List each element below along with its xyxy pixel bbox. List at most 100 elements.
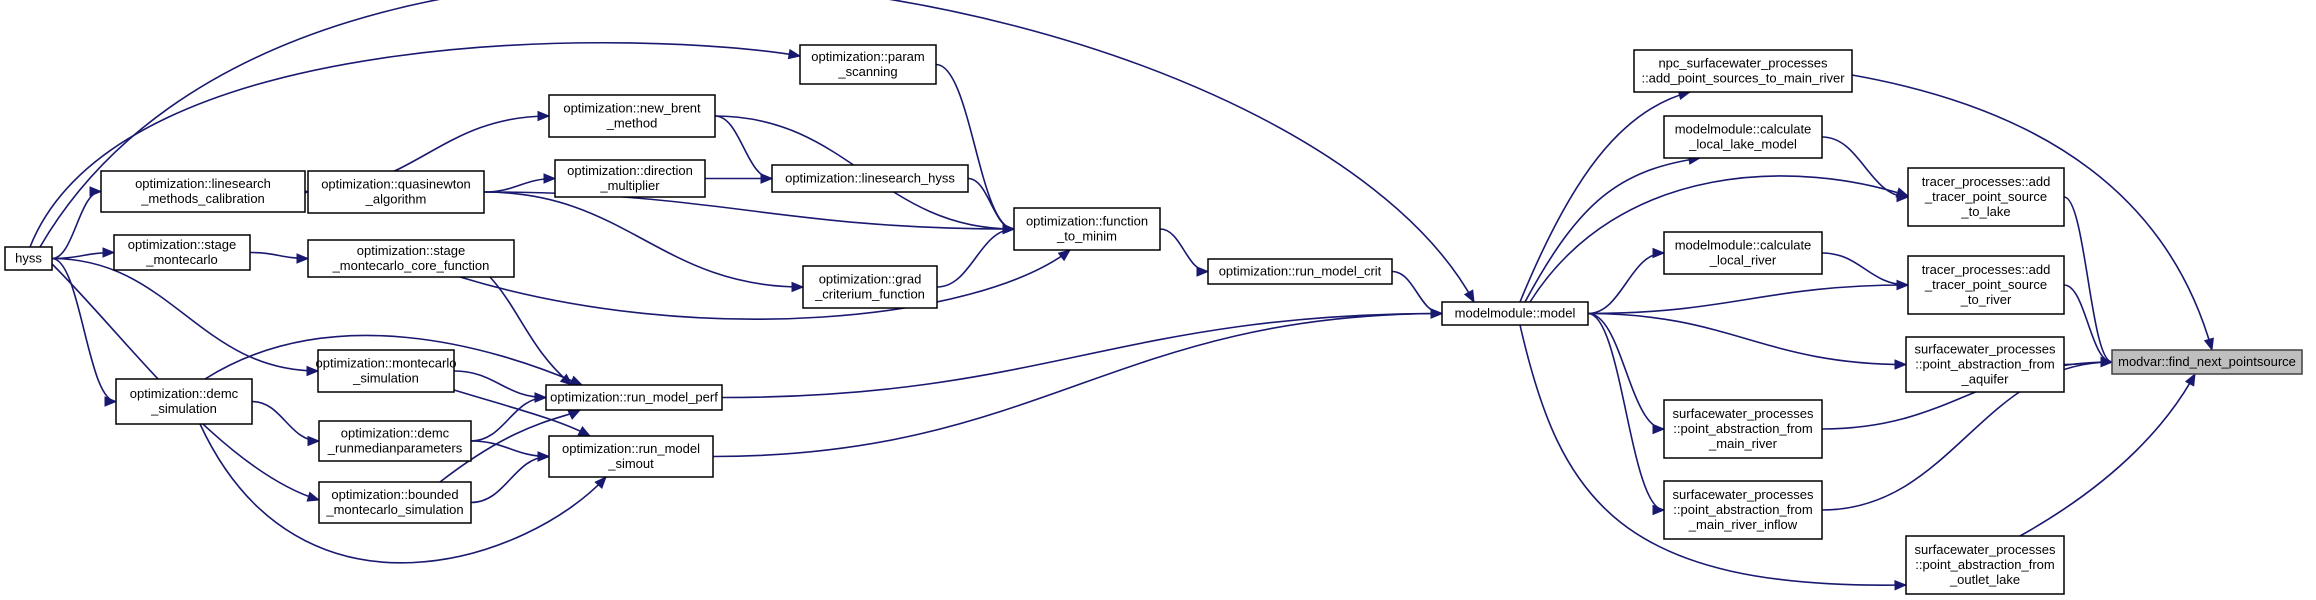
edge-run_model_simout-to-model [712,308,1444,458]
edge-line [1524,157,1701,303]
node-npc-add-ps[interactable]: npc_surfacewater_processes::add_point_so… [1633,49,1853,93]
edge-calc_river-to-tracer_river [1821,252,1910,291]
node-label-line: _main_river_inflow [1688,517,1798,532]
node-label-line: hyss [15,251,42,266]
arrowhead [1896,279,1910,291]
edge-line [470,396,547,442]
edge-model-to-tracer_river [1587,279,1910,315]
node-label-line: optimization::linesearch_hyss [785,171,955,186]
node-label-line: ::point_abstraction_from [1673,502,1812,517]
edge-line [2063,196,2113,363]
node-box [771,164,969,193]
node-demc-sim[interactable]: optimization::demc_simulation [115,378,253,425]
node-grad-crit[interactable]: optimization::grad_criterium_function [802,265,938,309]
arrowhead [1652,504,1666,516]
node-label-line: _to_minim [1056,229,1117,244]
node-func-to-minim[interactable]: optimization::function_to_minim [1013,207,1161,251]
node-sw-abs-outlet[interactable]: surfacewater_processes::point_abstractio… [1905,535,2065,595]
edge-direction_mult-to-ls_hyss [705,173,774,184]
node-tracer-river[interactable]: tracer_processes::add_tracer_point_sourc… [1907,255,2065,315]
edge-demc_sim-to-run_model_perf [204,334,584,386]
node-demc-median[interactable]: optimization::demc_runmedianparameters [318,420,472,462]
edge-model-to-sw_abs_inflow [1587,312,1666,516]
node-mc-sim[interactable]: optimization::montecarlo_simulation [316,349,457,393]
node-label-line: _multiplier [599,178,660,193]
node-box [1663,231,1823,275]
node-quasinewton[interactable]: optimization::quasinewton_algorithm [307,170,485,214]
node-label-line: optimization::param [811,49,924,64]
node-label-line: optimization::run_model_crit [1219,264,1382,279]
node-label-line: optimization::direction [567,163,693,178]
node-label-line: _montecarlo_simulation [325,502,463,517]
node-label-line: optimization::linesearch [135,176,271,191]
edge-line [483,191,804,288]
node-run-model-crit[interactable]: optimization::run_model_crit [1207,258,1393,285]
node-label-line: _runmedianparameters [327,441,463,456]
node-box [1207,258,1393,285]
edge-line [1587,284,1909,315]
node-sw-abs-aquifer[interactable]: surfacewater_processes::point_abstractio… [1905,336,2065,393]
edge-line [51,257,319,372]
node-hyss[interactable]: hyss [4,246,53,271]
node-label-line: _simout [607,456,654,471]
node-run-model-simout[interactable]: optimization::run_model_simout [548,435,714,478]
arrowhead [569,375,584,386]
arrowhead [306,491,321,502]
arrowhead [1652,247,1666,259]
node-run-model-perf[interactable]: optimization::run_model_perf [545,384,723,411]
node-box [545,384,723,411]
edge-line [721,312,1443,399]
node-label-line: _tracer_point_source [1924,277,2047,292]
node-label-line: _aquifer [1961,372,2010,387]
edge-hyss-to-model [39,0,1475,304]
arrowhead [1894,579,1908,591]
node-label-line: _algorithm [365,192,427,207]
node-calc-lake[interactable]: modelmodule::calculate_local_lake_model [1663,115,1823,159]
node-sw-abs-inflow[interactable]: surfacewater_processes::point_abstractio… [1663,480,1823,540]
node-box [548,94,716,138]
node-label-line: optimization::stage [357,243,465,258]
arrowhead [537,110,551,122]
node-label-line: npc_surfacewater_processes [1658,56,1828,71]
edge-hyss-to-param_scan [29,42,802,248]
node-ls-calib[interactable]: optimization::linesearch_methods_calibra… [100,170,306,213]
node-label-line: optimization::function [1026,214,1148,229]
edge-calc_lake-to-tracer_lake [1821,136,1910,203]
node-label-line: optimization::run_model [562,441,700,456]
node-stage-mc[interactable]: optimization::stage_montecarlo [113,234,251,271]
node-label-line: modelmodule::model [1455,306,1576,321]
node-direction-mult[interactable]: optimization::direction_multiplier [554,159,706,198]
node-param-scan[interactable]: optimization::param_scanning [799,44,937,85]
arrowhead [102,247,116,258]
node-label-line: _local_river [1709,253,1777,268]
arrowhead [537,451,551,462]
edge-line [51,190,102,260]
node-label-line: surfacewater_processes [1673,406,1814,421]
edge-line [470,440,550,458]
node-box [307,170,485,214]
edge-mc_sim-to-run_model_perf [453,370,548,403]
arrowhead [1896,191,1910,203]
node-box [100,170,306,213]
node-ls-hyss[interactable]: optimization::linesearch_hyss [771,164,969,193]
node-label-line: surfacewater_processes [1915,542,2056,557]
node-label-line: tracer_processes::add [1922,174,2051,189]
node-tracer-lake[interactable]: tracer_processes::add_tracer_point_sourc… [1907,167,2065,227]
node-sw-abs-main[interactable]: surfacewater_processes::point_abstractio… [1663,399,1823,459]
node-new-brent[interactable]: optimization::new_brent_method [548,94,716,138]
edge-line [459,249,1071,320]
node-bounded-mc[interactable]: optimization::bounded_montecarlo_simulat… [318,481,472,524]
node-find-next[interactable]: modvar::find_next_pointsource [2111,349,2303,375]
edge-line [1587,252,1665,315]
node-calc-river[interactable]: modelmodule::calculate_local_river [1663,231,1823,275]
node-model[interactable]: modelmodule::model [1441,301,1589,326]
edge-hyss-to-ls_calib [51,186,103,260]
edge-line [1519,91,1691,303]
node-box [318,420,472,462]
arrowhead [577,425,592,437]
arrowhead [104,396,118,407]
edge-line [470,455,550,504]
node-stage-mc-core[interactable]: optimization::stage_montecarlo_core_func… [307,239,515,278]
node-label-line: _montecarlo [145,252,218,267]
